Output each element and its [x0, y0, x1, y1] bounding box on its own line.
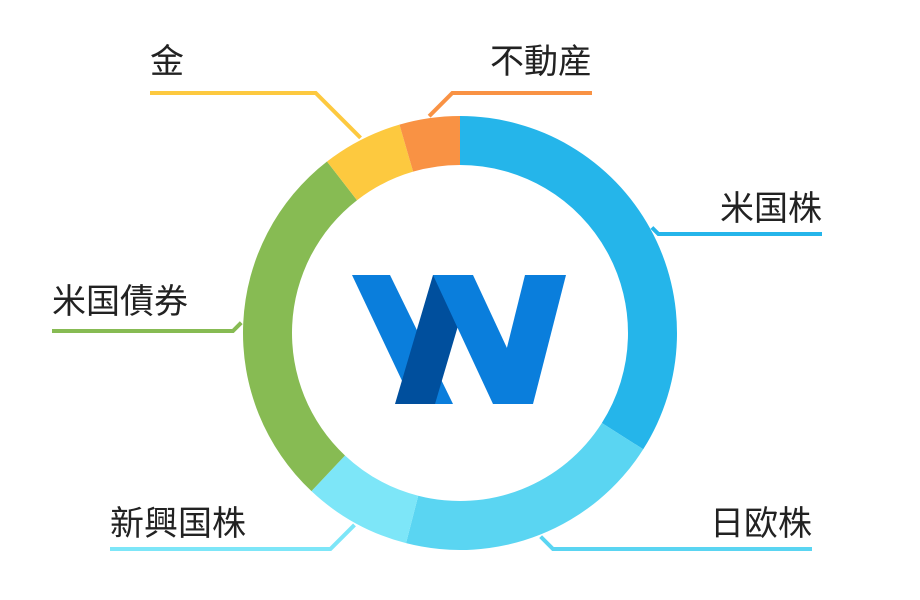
slice-label-5: 不動産 [490, 42, 592, 82]
leader-line-0 [650, 226, 822, 236]
slice-label-3: 米国債券 [52, 282, 188, 322]
slice-3 [243, 161, 358, 492]
slice-4 [326, 124, 414, 201]
slice-label-2: 新興国株 [110, 504, 246, 544]
slice-2 [311, 455, 419, 544]
w-logo [352, 275, 566, 404]
slice-label-1: 日欧株 [710, 504, 812, 544]
logo-far-right-stroke [493, 275, 566, 404]
slice-0 [460, 116, 677, 450]
leader-line-5 [427, 91, 592, 118]
leader-line-2 [110, 523, 356, 551]
slice-5 [399, 116, 460, 172]
slice-1 [406, 423, 644, 551]
leader-line-3 [52, 321, 243, 333]
donut-slices [243, 116, 677, 551]
slice-label-0: 米国株 [720, 189, 822, 229]
leader-line-1 [539, 535, 812, 551]
leader-lines [52, 91, 822, 551]
slice-label-4: 金 [150, 42, 184, 82]
leader-line-4 [150, 91, 362, 140]
